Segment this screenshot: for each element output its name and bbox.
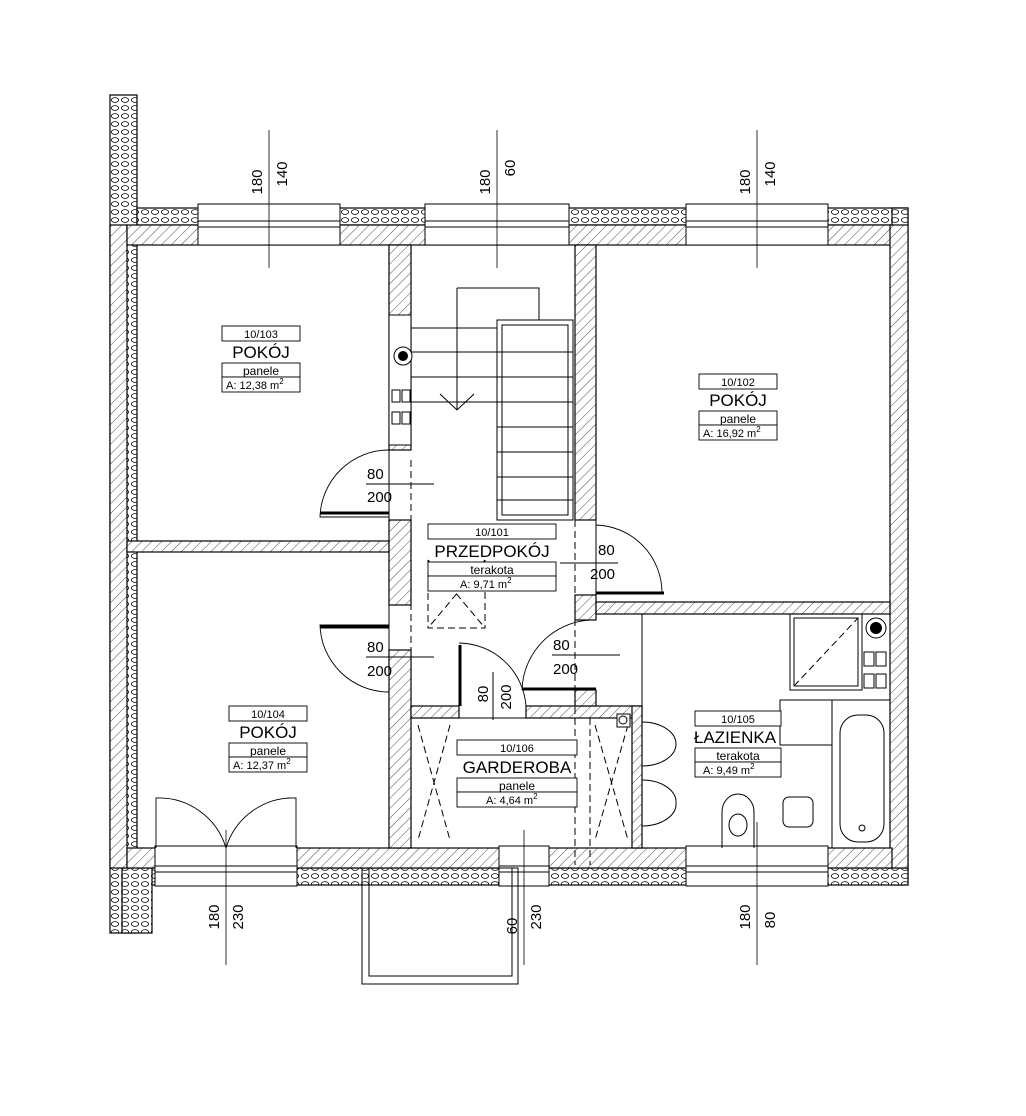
- window-bottom-middle-b: 230: [528, 904, 545, 929]
- window-bottom-right-a: 180: [737, 904, 754, 929]
- window-bottom-left: [154, 830, 298, 965]
- window-top-right-b: 140: [762, 161, 779, 186]
- door-room-104-height: 200: [367, 663, 392, 680]
- room-finish: terakota: [470, 563, 514, 577]
- bathroom-fixtures: [616, 613, 891, 849]
- room-id: 10/102: [721, 377, 755, 389]
- room-label-10-104: 10/104 POKÓJ panele A: 12,37 m2: [228, 705, 308, 773]
- room-id: 10/104: [251, 709, 285, 721]
- door-swings: [155, 449, 664, 849]
- window-bottom-right-b: 80: [762, 912, 779, 929]
- window-top-left-a: 180: [249, 169, 266, 194]
- room-area: A: 12,37 m2: [233, 757, 291, 772]
- door-dimensions: 80 200 80 200 80 200 80 200 80 200: [366, 466, 620, 720]
- window-top-left-b: 140: [274, 161, 291, 186]
- window-top-right-a: 180: [737, 169, 754, 194]
- door-hall-right-width: 80: [598, 542, 615, 559]
- chimney-vents: [388, 314, 413, 446]
- room-name: PRZEDPOKÓJ: [434, 542, 549, 561]
- window-bottom-left-a: 180: [206, 904, 223, 929]
- room-name: POKÓJ: [232, 343, 290, 362]
- windows: [154, 130, 829, 965]
- room-label-10-106: 10/106 GARDEROBA panele A: 4,64 m2: [456, 739, 578, 808]
- room-name: ŁAZIENKA: [694, 728, 777, 747]
- room-finish: panele: [499, 779, 535, 793]
- door-wardrobe-height: 200: [498, 684, 515, 709]
- window-bottom-right: [685, 822, 829, 965]
- door-bathroom-width: 80: [553, 637, 570, 654]
- room-id: 10/106: [500, 743, 534, 755]
- room-label-10-101: 10/101 PRZEDPOKÓJ terakota A: 9,71 m2: [427, 523, 557, 592]
- room-area: A: 12,38 m2: [226, 377, 284, 392]
- room-area: A: 9,49 m2: [703, 762, 755, 777]
- room-finish: terakota: [716, 749, 760, 763]
- room-label-10-102: 10/102 POKÓJ panele A: 16,92 m2: [698, 373, 778, 441]
- room-finish: panele: [250, 744, 286, 758]
- door-room-103-width: 80: [367, 466, 384, 483]
- room-finish: panele: [720, 412, 756, 426]
- room-area: A: 4,64 m2: [486, 792, 538, 807]
- door-bathroom-height: 200: [553, 661, 578, 678]
- window-bottom-left-b: 230: [230, 904, 247, 929]
- room-name: POKÓJ: [239, 723, 297, 742]
- room-finish: panele: [243, 364, 279, 378]
- window-dimensions: 180 140 180 60 180 140 180 230 60 230 18…: [206, 160, 779, 935]
- room-name: GARDEROBA: [463, 758, 572, 777]
- door-room-104-width: 80: [367, 639, 384, 656]
- door-room-103-height: 200: [367, 489, 392, 506]
- room-label-10-105: 10/105 ŁAZIENKA terakota A: 9,49 m2: [694, 710, 782, 778]
- door-wardrobe-width: 80: [475, 686, 492, 703]
- window-bottom-middle: [498, 830, 550, 965]
- window-top-left: [197, 130, 341, 268]
- room-id: 10/103: [244, 329, 278, 341]
- window-top-middle-b: 60: [502, 160, 519, 177]
- window-bottom-middle-a: 60: [504, 918, 521, 935]
- room-id: 10/101: [475, 527, 509, 539]
- window-top-right: [685, 130, 829, 268]
- door-hall-right-height: 200: [590, 566, 615, 583]
- room-name: POKÓJ: [709, 391, 767, 410]
- room-label-10-103: 10/103 POKÓJ panele A: 12,38 m2: [221, 325, 301, 393]
- room-area: A: 9,71 m2: [460, 576, 512, 591]
- staircase: [411, 287, 574, 521]
- window-top-middle: [424, 130, 570, 268]
- room-id: 10/105: [721, 714, 755, 726]
- window-top-middle-a: 180: [477, 169, 494, 194]
- room-area: A: 16,92 m2: [703, 425, 761, 440]
